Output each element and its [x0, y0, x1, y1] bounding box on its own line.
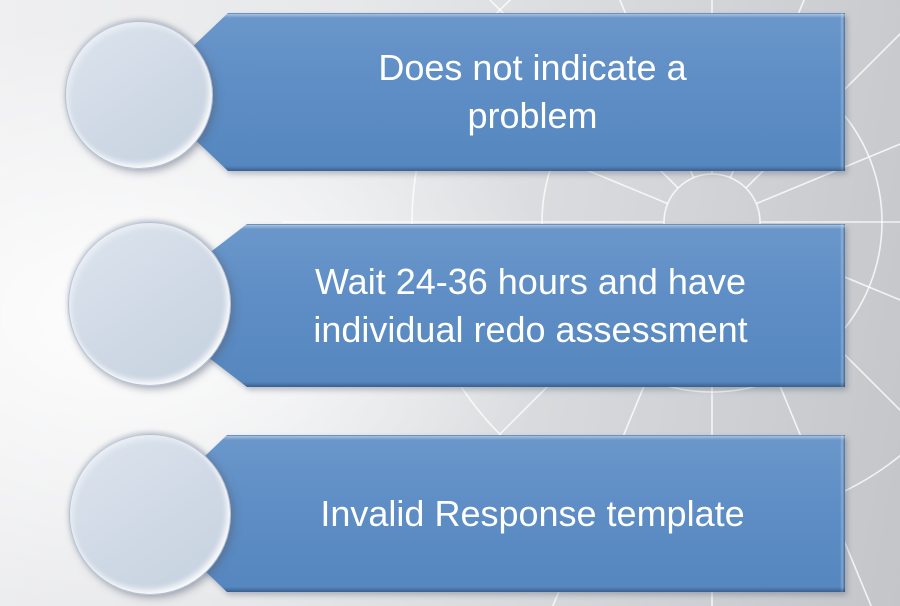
banner-body-2: Wait 24-36 hours and have individual red… [141, 224, 845, 387]
banner-label-2-line-2: individual redo assessment [313, 308, 748, 350]
banner-label-2: Wait 24-36 hours and have individual red… [246, 258, 815, 354]
banner-label-1-line-2: problem [467, 95, 598, 136]
bullet-circle-1 [65, 21, 213, 169]
banner-shape-2: Wait 24-36 hours and have individual red… [141, 224, 845, 387]
banner-label-3: Invalid Response template [250, 490, 815, 538]
banner-shape-3: Invalid Response template [145, 435, 845, 592]
bullet-circle-2 [68, 222, 231, 386]
banner-label-1-line-1: Does not indicate a [378, 47, 687, 88]
bullet-circle-3 [69, 434, 231, 595]
banner-label-1: Does not indicate a problem [250, 44, 815, 140]
banner-label-3-line-1: Invalid Response template [320, 492, 745, 534]
banner-label-2-line-1: Wait 24-36 hours and have [315, 260, 746, 302]
banner-shape-1: Does not indicate a problem [145, 13, 845, 171]
banner-body-1: Does not indicate a problem [145, 13, 845, 171]
banner-body-3: Invalid Response template [145, 435, 845, 592]
